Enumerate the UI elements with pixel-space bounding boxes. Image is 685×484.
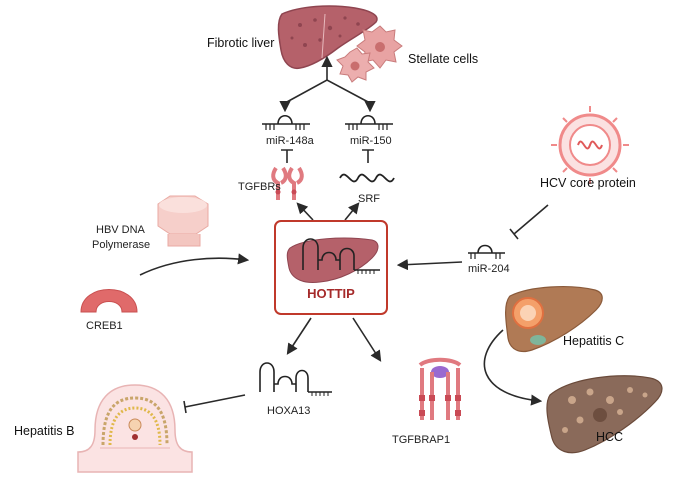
fibrotic-liver-icon: [277, 5, 378, 70]
mir204-label: miR-204: [468, 263, 510, 275]
hcv-virus-icon: [551, 106, 629, 184]
arrow-hottip-to-hoxa13: [286, 317, 312, 355]
branch-lines: [284, 79, 371, 104]
hbv-label-line2: Polymerase: [92, 239, 150, 251]
hottip-label: HOTTIP: [307, 286, 355, 301]
hepatitis-b-label: Hepatitis B: [14, 424, 74, 438]
hottip-rna-icon: [302, 238, 380, 274]
mir150-label: miR-150: [350, 135, 392, 147]
arrow-mir204-to-hottip: [396, 258, 463, 271]
tgfbrs-label: TGFBRs: [238, 181, 281, 193]
arrow-hottip-to-tgfbrs: [296, 202, 314, 221]
hcc-label: HCC: [596, 430, 623, 444]
hepatitis-b-cell-icon: [77, 384, 193, 473]
arrow-hottip-to-tgfbrap1: [352, 317, 382, 362]
arrow-creb1-to-hottip: [139, 253, 250, 276]
stellate-cells-icon: [336, 25, 403, 83]
tgfbrap1-receptor-icon: [418, 357, 462, 420]
arrow-hepc-to-hcc: [483, 329, 543, 406]
hbv-polymerase-icon: [157, 195, 209, 247]
hcc-liver-icon: [546, 375, 663, 454]
mir150-inhibits-srf: [362, 149, 374, 163]
tgfbrs-receptor-icon: [271, 166, 304, 200]
creb1-label: CREB1: [86, 320, 123, 332]
srf-wave-icon: [339, 173, 395, 183]
mir148a-inhibits-tgfbrs: [281, 149, 293, 163]
hepatitis-c-label: Hepatitis C: [563, 334, 624, 348]
hcv-core-label: HCV core protein: [540, 176, 636, 190]
mir204-hairpin-icon: [468, 244, 505, 259]
hoxa13-inhibits-hepatitis-b: [183, 394, 246, 414]
srf-label: SRF: [358, 193, 380, 205]
arrow-hottip-to-srf: [344, 202, 360, 221]
hoxa13-label: HOXA13: [267, 405, 310, 417]
stellate-cells-label: Stellate cells: [408, 52, 478, 66]
creb1-icon: [80, 289, 138, 313]
mir148a-hairpin-icon: [262, 114, 310, 130]
fibrotic-liver-label: Fibrotic liver: [207, 36, 274, 50]
hbv-label-line1: HBV DNA: [96, 224, 146, 236]
hoxa13-rna-icon: [259, 362, 332, 396]
hepatitis-c-liver-icon: [505, 286, 603, 353]
mir150-hairpin-icon: [345, 114, 393, 130]
mir148a-label: miR-148a: [266, 135, 315, 147]
hcv-inhibits-mir204: [509, 204, 549, 240]
tgfbrap1-label: TGFBRAP1: [392, 434, 450, 446]
